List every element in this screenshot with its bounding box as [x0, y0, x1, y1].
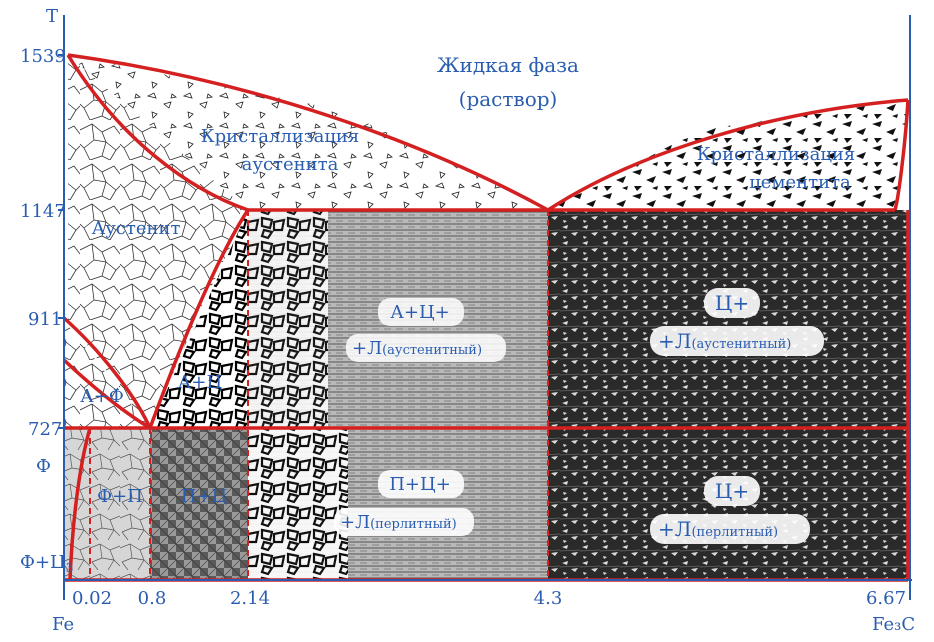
ytick-label-1539: 1539 [20, 46, 66, 67]
c-l-aust-label-group: Ц+ +Л(аустенитный) [650, 288, 824, 356]
a-c-l-label-group: А+Ц+ +Л(аустенитный) [346, 298, 506, 362]
p-c-l-darkside [248, 428, 348, 580]
cryst-austenite-label-1: Кристаллизация [201, 126, 360, 147]
x-label-fe: Fe [52, 614, 74, 635]
liquid-phase-label: Жидкая фаза [437, 53, 579, 77]
l-austenitic-right-label: +Л(аустенитный) [658, 329, 791, 353]
cementite-crystallization-region [548, 100, 908, 210]
f-p-label: Ф+П [97, 486, 143, 507]
l-pearlitic-label: +Л(перлитный) [340, 512, 457, 533]
phase-region-fills [64, 55, 908, 580]
acm-line [148, 209, 250, 429]
c-l-perl-label-group: Ц+ +Л(перлитный) [650, 476, 810, 544]
a-c-plus-label: А+Ц+ [390, 302, 450, 323]
ferrite-solubility-line [68, 427, 92, 581]
x-label-fe3c: Fe₃C [872, 614, 915, 635]
cryst-austenite-label-2: аустенита [242, 154, 339, 175]
phase-label-fc: Ф+Ц3 [20, 552, 73, 575]
p-c-plus-label: П+Ц+ [389, 474, 451, 495]
liquid-solution-label: (раствор) [459, 87, 558, 111]
p-c-label: П+Ц [181, 486, 228, 507]
a-c-region [150, 210, 248, 428]
solidus-line [66, 54, 249, 212]
a-c-l-darkside [248, 210, 328, 428]
xtick-label-0.8: 0.8 [138, 588, 167, 609]
ytick-label-727: 727 [28, 419, 62, 440]
l-pearlitic-right-label: +Л(перлитный) [658, 517, 778, 541]
austenite-label: Аустенит [92, 218, 181, 239]
cementite-right-line [893, 99, 910, 211]
f-p-region [64, 428, 150, 580]
austenite-region [68, 55, 248, 428]
c-plus-lower-label: Ц+ [715, 479, 749, 503]
a-f-region [64, 320, 150, 428]
a-c-label: А+Ц [178, 372, 223, 393]
cryst-cementite-label-2: цементита [749, 172, 851, 193]
c-l-aust-region [548, 210, 908, 428]
ferrite-boundary [62, 358, 151, 430]
c-plus-upper-label: Ц+ [715, 291, 749, 315]
a-f-label: А+Ф [80, 386, 124, 407]
y-axis-title: T [46, 6, 58, 27]
dashed-composition-lines [89, 210, 549, 580]
cryst-cementite-label-1: Кристаллизация [697, 144, 856, 165]
l-austenitic-label: +Л(аустенитный) [352, 338, 482, 359]
liquidus-austenite-region [68, 55, 548, 210]
liquidus-line-left [67, 53, 549, 212]
ytick-label-911: 911 [28, 309, 62, 330]
xtick-label-6.67: 6.67 [866, 588, 906, 609]
xtick-label-4.3: 4.3 [534, 588, 563, 609]
liquidus-line-right [547, 98, 909, 212]
phase-label-f: Ф [36, 456, 51, 477]
p-c-region [150, 428, 248, 580]
axes [58, 15, 912, 600]
p-c-l-label-group: П+Ц+ +Л(перлитный) [334, 470, 474, 536]
xtick-label-2.14: 2.14 [230, 588, 270, 609]
a3-line [62, 316, 152, 429]
ytick-label-1147: 1147 [20, 201, 66, 222]
xtick-label-0.02: 0.02 [72, 588, 112, 609]
